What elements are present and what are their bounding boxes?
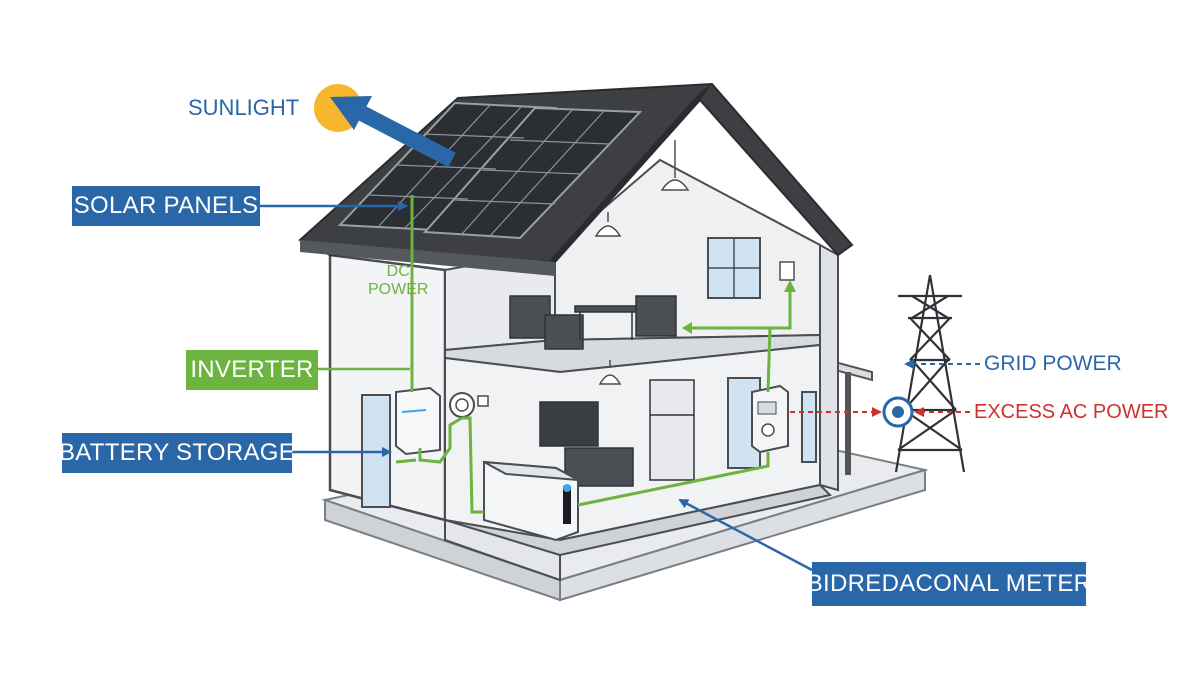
grid-power-label: GRID POWER xyxy=(984,352,1122,375)
inverter-callout: INVERTER xyxy=(186,350,318,390)
dc-power-label-line2: POWER xyxy=(368,281,429,298)
dc-arrow-head xyxy=(682,322,692,334)
inverter-icon xyxy=(395,386,441,456)
leader-lines xyxy=(260,201,980,572)
battery-icon xyxy=(483,460,579,542)
grid-meter-icon xyxy=(882,396,914,428)
pendant-lamps xyxy=(594,140,690,385)
excess-ac-power-label: EXCESS AC POWER xyxy=(974,401,1169,423)
transmission-tower-icon xyxy=(894,274,966,473)
dc-power-label: DC POWER xyxy=(368,263,428,299)
sunlight-label: SUNLIGHT xyxy=(188,95,300,120)
furniture xyxy=(509,295,695,487)
battery-storage-callout: BATTERY STORAGE xyxy=(59,433,295,473)
panel-arrow-head xyxy=(784,280,796,292)
electrical-panel xyxy=(751,261,795,454)
sunlight-arrow xyxy=(330,96,456,168)
bidirectional-meter-callout: BIDREDACONAL METER xyxy=(807,562,1091,606)
solar-panels-callout: SOLAR PANELS xyxy=(72,186,260,226)
dc-power-label-line1: DC xyxy=(386,263,410,280)
power-wiring xyxy=(395,195,792,514)
